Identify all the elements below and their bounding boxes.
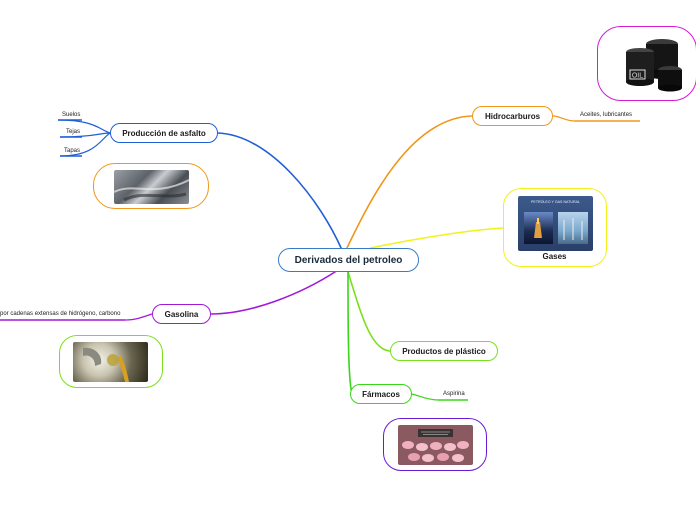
branch-farmacos-label: Fármacos (362, 389, 400, 399)
root-label: Derivados del petroleo (294, 254, 403, 266)
asphalt-road-icon (114, 170, 189, 204)
pills-image-box (383, 418, 487, 471)
gases-image-caption: PETRÓLEO Y GAS NATURAL (531, 200, 580, 204)
link-aceites (552, 115, 576, 122)
oil-barrels-image-box: OIL (597, 26, 696, 101)
asphalt-image-box (93, 163, 209, 209)
leaf-aceites[interactable]: Aceites, lubricantes (580, 112, 633, 118)
branch-asfalto[interactable]: Producción de asfalto (110, 123, 218, 143)
branch-gases-label: Gases (542, 252, 567, 261)
branch-gasolina-label: Gasolina (164, 309, 199, 319)
fuel-nozzle-icon (73, 342, 148, 382)
leaf-aspirina[interactable]: Aspirina (443, 391, 465, 397)
link-hidrocarburos (345, 115, 473, 251)
branch-asfalto-label: Producción de asfalto (122, 128, 206, 138)
branch-plastico[interactable]: Productos de plástico (390, 341, 498, 361)
oil-barrel-icon: OIL (626, 39, 682, 92)
link-asfalto (217, 132, 343, 251)
branch-hidrocarburos[interactable]: Hidrocarburos (472, 106, 553, 126)
gases-image-box[interactable]: PETRÓLEO Y GAS NATURAL Gases (503, 188, 607, 267)
link-plastico (347, 271, 391, 352)
leaf-tejas[interactable]: Tejas (66, 129, 81, 135)
link-gases (369, 227, 504, 249)
link-aspirina (411, 393, 439, 401)
link-gasolina-leaf (124, 313, 153, 321)
branch-gasolina[interactable]: Gasolina (152, 304, 211, 324)
gasoline-image-box (59, 335, 163, 388)
branch-hidrocarburos-label: Hidrocarburos (484, 111, 541, 121)
link-gasolina (210, 269, 339, 315)
branch-farmacos[interactable]: Fármacos (350, 384, 412, 404)
pills-icon (398, 425, 473, 465)
leaf-gasolina-detail[interactable]: por cadenas extensas de hidrógeno, carbo… (0, 311, 121, 317)
leaf-tapas[interactable]: Tapas (64, 148, 81, 154)
link-farmacos (347, 271, 353, 395)
oil-label: OIL (632, 73, 643, 80)
gas-platform-icon: PETRÓLEO Y GAS NATURAL (518, 196, 593, 251)
root-node[interactable]: Derivados del petroleo (278, 248, 419, 272)
branch-plastico-label: Productos de plástico (402, 346, 486, 356)
leaf-suelos[interactable]: Suelos (62, 112, 81, 118)
